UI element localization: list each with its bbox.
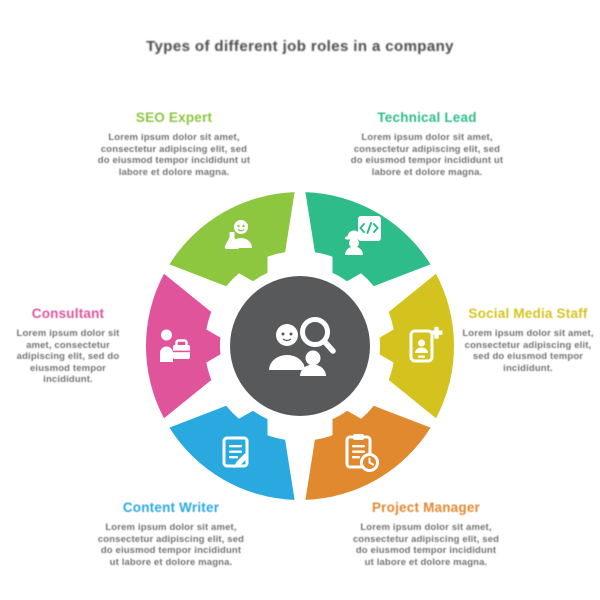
code-engineer-icon <box>345 216 381 255</box>
document-pencil-icon <box>222 436 249 468</box>
callout-seo-expert: SEO Expert Lorem ipsum dolor sit amet, c… <box>95 110 253 178</box>
donut-segment-social-media-staff <box>379 273 455 419</box>
callout-project-manager: Project Manager Lorem ipsum dolor sit am… <box>350 500 502 568</box>
segment-description: Lorem ipsum dolor sit amet, consectetur … <box>97 132 251 178</box>
clipboard-clock-icon <box>345 434 379 472</box>
donut-segment-project-manager <box>305 405 431 500</box>
callout-content-writer: Content Writer Lorem ipsum dolor sit ame… <box>95 500 247 568</box>
segment-label: Technical Lead <box>377 110 477 125</box>
segment-description: Lorem ipsum dolor sit amet, consectetur … <box>97 522 245 568</box>
callout-social-media-staff: Social Media Staff Lorem ipsum dolor sit… <box>462 306 594 374</box>
center-circle <box>230 276 370 416</box>
segment-label: SEO Expert <box>135 110 213 125</box>
segment-label: Content Writer <box>122 500 220 515</box>
infographic-title: Types of different job roles in a compan… <box>146 38 454 55</box>
segment-description: Lorem ipsum dolor sit amet, consectetur … <box>350 132 504 178</box>
segment-description: Lorem ipsum dolor sit amet, consectetur … <box>352 522 500 568</box>
segment-label: Consultant <box>31 306 105 321</box>
person-briefcase-icon <box>160 329 190 362</box>
candidate-search-icon <box>269 317 336 376</box>
callout-consultant: Consultant Lorem ipsum dolor sit amet, c… <box>8 306 128 386</box>
phone-add-contact-icon <box>409 326 443 363</box>
segment-description: Lorem ipsum dolor sit amet, consectetur … <box>462 328 594 374</box>
scientist-flask-icon <box>224 220 252 249</box>
segment-label: Social Media Staff <box>468 306 588 321</box>
callout-technical-lead: Technical Lead Lorem ipsum dolor sit ame… <box>348 110 506 178</box>
segment-label: Project Manager <box>371 500 481 515</box>
segment-description: Lorem ipsum dolor sit amet, consectetur … <box>16 328 120 385</box>
